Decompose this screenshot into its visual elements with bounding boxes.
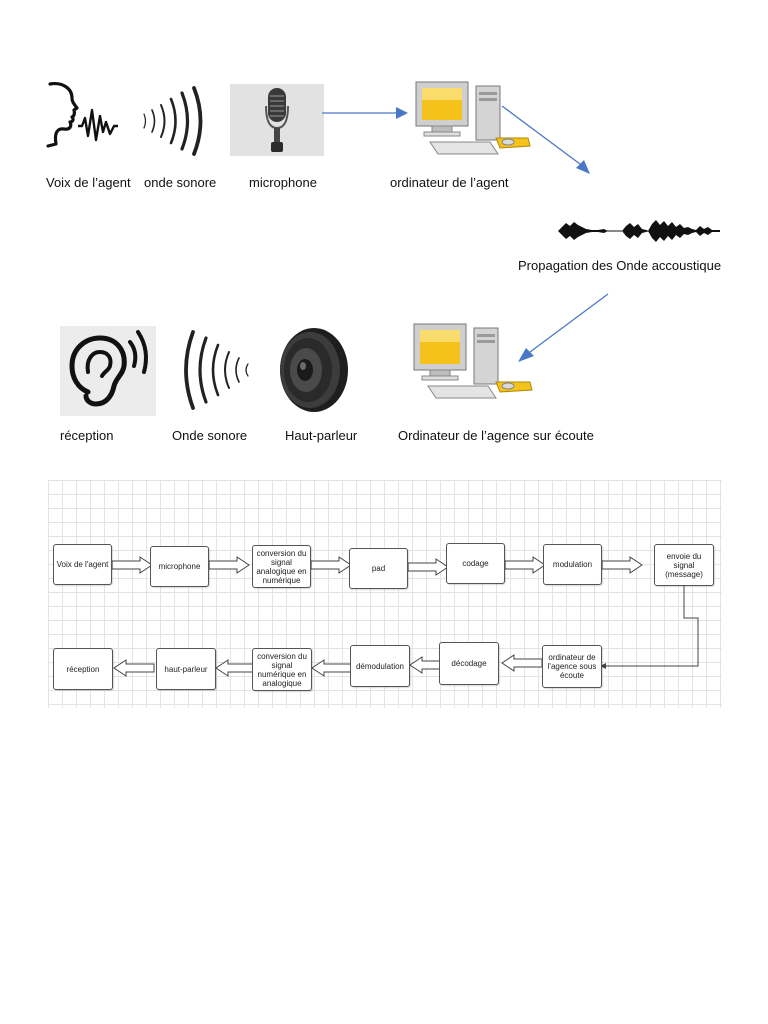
- waveform-icon: [558, 220, 720, 242]
- flow-node-reception: réception: [53, 648, 113, 690]
- caption-agent-voice: Voix de l’agent: [46, 175, 131, 190]
- caption-reception: réception: [60, 428, 114, 443]
- flow-node-send-signal: envoie du signal (message): [654, 544, 714, 586]
- flow-node-analog-to-digital: conversion du signal analogique en numér…: [252, 545, 311, 588]
- speaking-head-icon: [46, 82, 118, 148]
- caption-agency-computer: Ordinateur de l’agence sur écoute: [398, 428, 594, 443]
- desktop-computer-icon: [415, 81, 531, 155]
- ear-icon: [60, 326, 156, 416]
- caption-sound-wave-2: Onde sonore: [172, 428, 248, 443]
- flow-node-pad: pad: [349, 548, 408, 589]
- flow-node-coding: codage: [446, 543, 505, 584]
- arrow-to-agency-computer: [518, 293, 609, 362]
- flow-node-speaker: haut-parleur: [156, 648, 216, 690]
- caption-propagation: Propagation des Onde accoustique: [518, 258, 722, 273]
- caption-sound-wave: onde sonore: [144, 175, 217, 190]
- caption-speaker: Haut-parleur: [285, 428, 358, 443]
- flow-node-modulation: modulation: [543, 544, 602, 585]
- sound-wave-icon: [184, 330, 249, 410]
- desktop-computer-icon: [413, 323, 533, 399]
- flow-node-microphone: microphone: [150, 546, 209, 587]
- caption-agent-computer: ordinateur de l’agent: [390, 175, 509, 190]
- arrow-mic-to-computer: [322, 107, 408, 119]
- flow-node-demodulation: démodulation: [350, 645, 410, 687]
- caption-microphone: microphone: [249, 175, 317, 190]
- flow-node-digital-to-analog: conversion du signal numérique en analog…: [252, 648, 312, 691]
- microphone-icon: [230, 84, 324, 156]
- speaker-icon: [280, 328, 348, 412]
- sound-wave-icon: [143, 86, 203, 156]
- flow-node-agent-voice: Voix de l'agent: [53, 544, 112, 585]
- arrow-to-propagation: [501, 105, 590, 174]
- flow-node-decoding: décodage: [439, 642, 499, 685]
- flow-node-agency-computer: ordinateur de l'agence sous écoute: [542, 645, 602, 688]
